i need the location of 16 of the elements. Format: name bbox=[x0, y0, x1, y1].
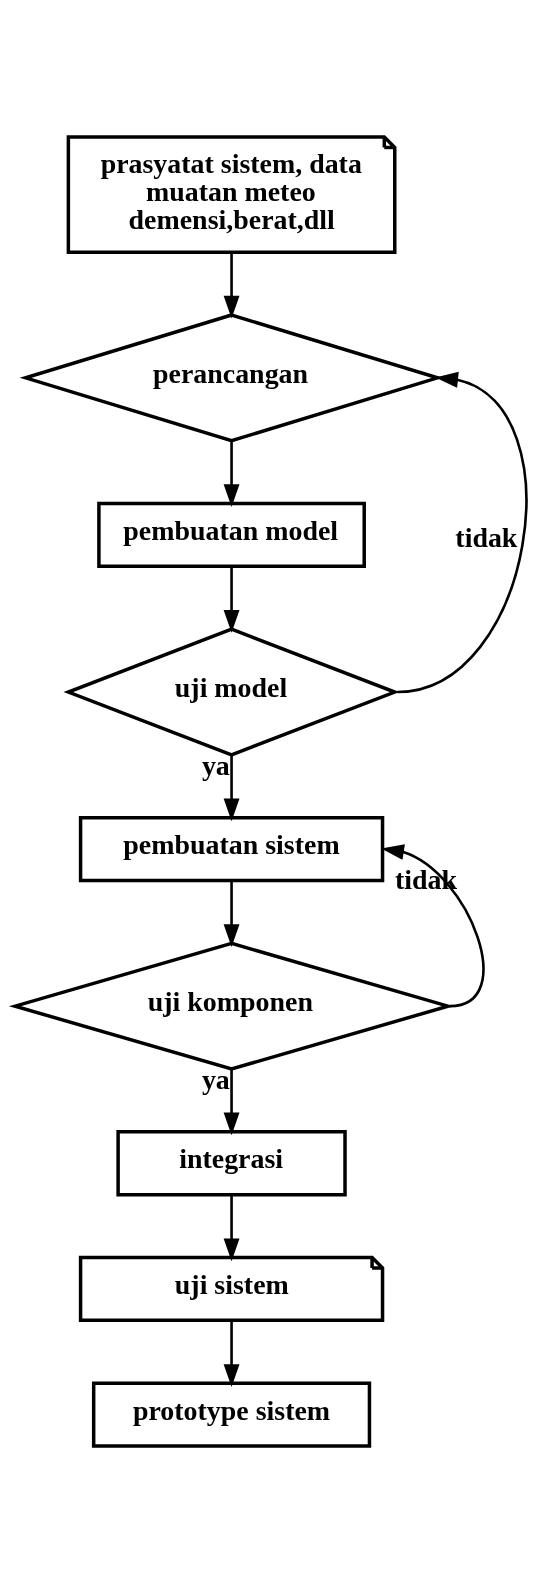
arrow bbox=[223, 754, 240, 821]
node-box: pembuatan model bbox=[97, 501, 366, 568]
arrow bbox=[223, 440, 240, 507]
node-diamond: uji model bbox=[63, 626, 400, 757]
arrow bbox=[223, 880, 240, 947]
arrow bbox=[223, 1320, 240, 1387]
arrow bbox=[381, 843, 485, 1007]
node-box: integrasi bbox=[116, 1129, 347, 1196]
arrow bbox=[223, 1068, 240, 1135]
edge-label: tidak bbox=[455, 521, 518, 553]
arrow bbox=[397, 371, 528, 693]
arrow bbox=[223, 251, 240, 319]
node-box: pembuatan sistem bbox=[78, 815, 385, 882]
arrow bbox=[223, 1194, 240, 1261]
node-box: prototype sistem bbox=[91, 1380, 372, 1448]
arrow bbox=[223, 566, 240, 633]
